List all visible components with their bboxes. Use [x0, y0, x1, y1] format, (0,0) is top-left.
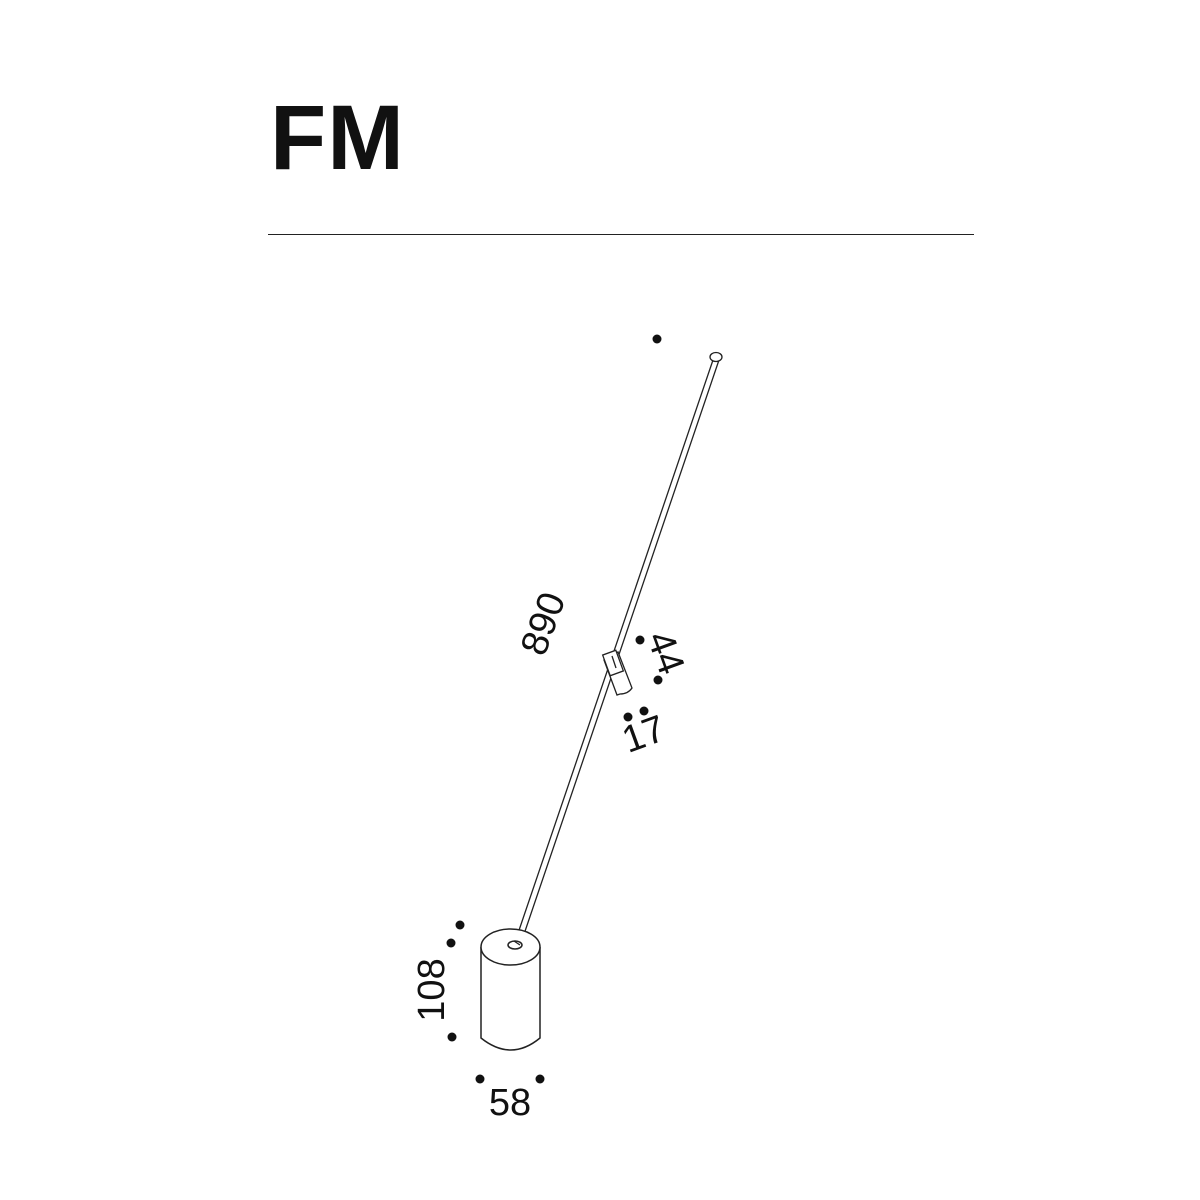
base-width-dot-left: [475, 1074, 485, 1084]
head-bottom-dot: [653, 675, 663, 685]
rod-top-dot: [652, 334, 662, 344]
reference-dots: [446, 334, 663, 1084]
base-top-dot-right: [455, 920, 465, 930]
spot-head: [601, 649, 633, 696]
base-top-dot-left: [446, 938, 456, 948]
base-height-label: 108: [411, 958, 453, 1021]
title-divider: [268, 234, 974, 235]
head-length-label: 44: [638, 626, 692, 680]
lamp-base: [480, 928, 541, 1051]
rod-length-label: 890: [513, 587, 574, 661]
base-bottom-dot: [447, 1032, 457, 1042]
base-diameter-label: 58: [489, 1082, 531, 1124]
rod-top-cap: [709, 351, 723, 363]
base-width-dot-right: [535, 1074, 545, 1084]
head-width-dot-right: [639, 706, 649, 716]
head-top-dot: [635, 635, 645, 645]
product-title: FM: [270, 87, 405, 189]
head-width-dot-left: [623, 712, 633, 722]
